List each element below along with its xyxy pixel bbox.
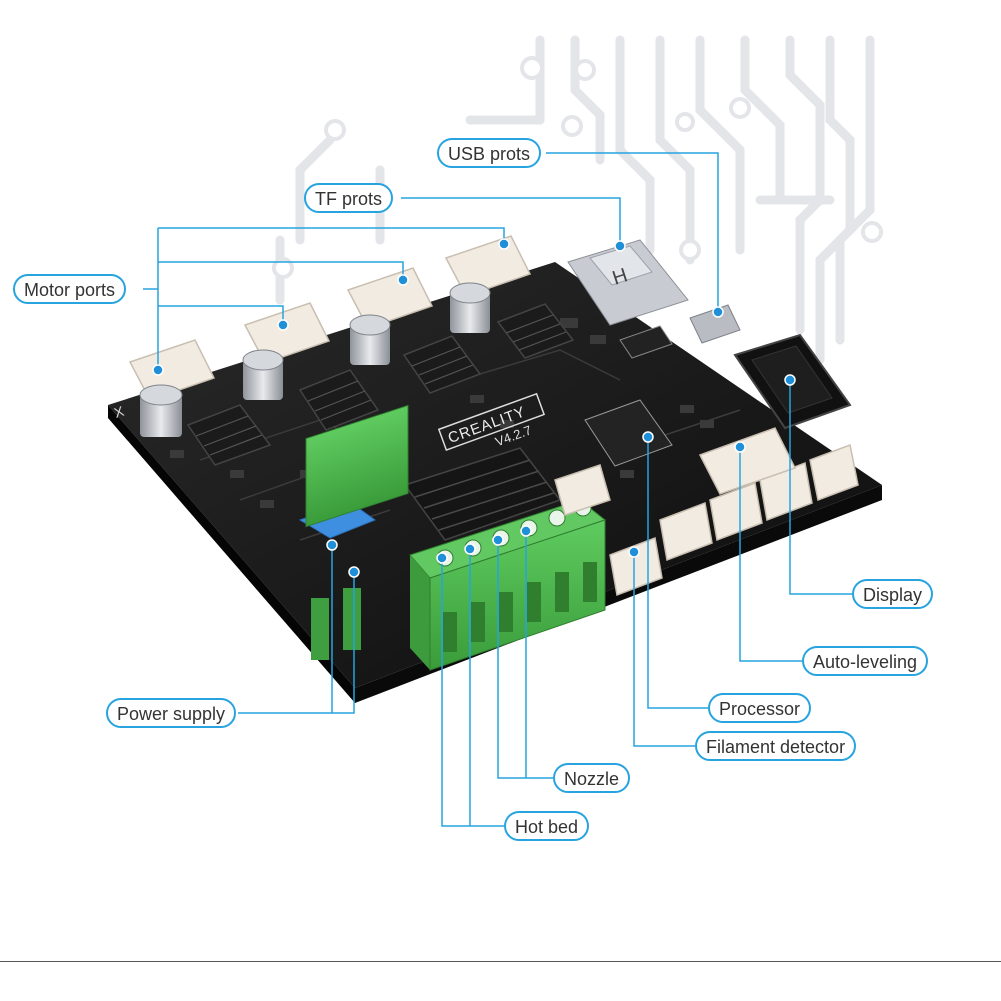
- label-display: Display: [852, 579, 934, 609]
- label-filament-detector: Filament detector: [695, 731, 857, 761]
- label-processor: Processor: [708, 693, 812, 723]
- stepper-heatsinks: [186, 303, 575, 466]
- processor-chip: [584, 325, 673, 467]
- tf-card-slot: H: [567, 239, 689, 326]
- capacitors: [139, 282, 491, 437]
- bottom-divider: [0, 961, 1001, 962]
- label-power-supply: Power supply: [106, 698, 237, 728]
- power-terminal: [298, 404, 409, 660]
- svg-text:H: H: [610, 264, 631, 289]
- label-nozzle: Nozzle: [553, 763, 631, 793]
- label-motor-ports: Motor ports: [13, 274, 127, 304]
- heatsink-fins: [195, 314, 567, 456]
- label-auto-leveling: Auto-leveling: [802, 646, 929, 676]
- callout-lines: [143, 152, 852, 827]
- label-hot-bed: Hot bed: [504, 811, 590, 841]
- circuit-nodes: [272, 56, 883, 279]
- callout-dots: [152, 238, 796, 578]
- label-tf-ports: TF prots: [304, 183, 394, 213]
- label-usb-ports: USB prots: [437, 138, 542, 168]
- edge-connectors: [554, 427, 859, 597]
